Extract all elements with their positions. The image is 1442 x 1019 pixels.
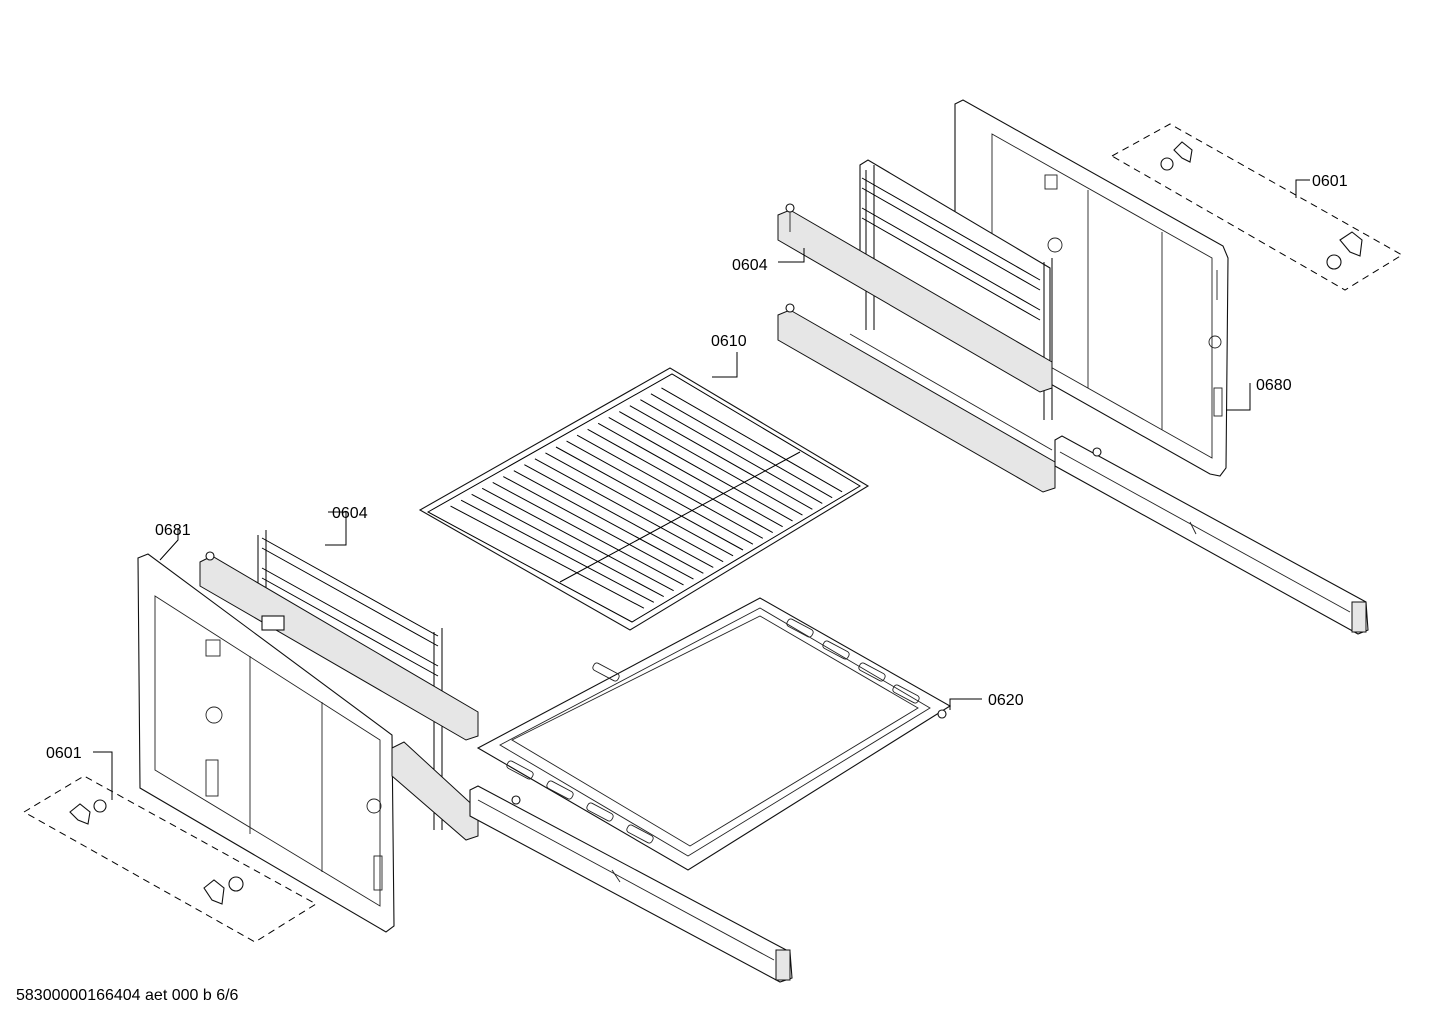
shelf-wire: [629, 405, 813, 510]
label-0620: 0620: [988, 692, 1024, 709]
right-side-panel: [954, 99, 1229, 477]
drawing-reference-footer: 58300000166404 aet 000 b 6/6: [16, 987, 239, 1004]
left-side-panel: [137, 553, 395, 933]
tray-slot: [592, 662, 620, 682]
shelf-wire: [492, 482, 684, 586]
shelf-wire: [450, 505, 645, 609]
right-shelf-rack: [777, 159, 1056, 493]
right-telescopic-rail: [1054, 435, 1369, 635]
right-clip-assembly: [1110, 123, 1403, 291]
shelf-wire: [597, 422, 783, 528]
tray-slot: [822, 640, 850, 660]
label-0601-right: 0601: [1312, 173, 1348, 190]
shelf-wire: [566, 440, 754, 545]
label-0601-left: 0601: [46, 745, 82, 762]
shelf-wire: [576, 434, 764, 539]
wire-grid-shelf: [418, 367, 870, 631]
shelf-wire: [650, 393, 833, 499]
label-0610: 0610: [711, 333, 747, 350]
shelf-wire: [587, 428, 773, 533]
leader-lines: [93, 179, 1310, 800]
tray-slot: [546, 780, 574, 800]
tray-slot: [786, 618, 814, 638]
shelf-wire: [471, 493, 664, 597]
tray-slot: [858, 662, 886, 682]
tray-slot: [506, 760, 534, 780]
shelf-wire: [619, 411, 803, 516]
shelf-wire: [545, 452, 734, 557]
tray-slot: [892, 684, 920, 704]
shelf-wire: [555, 446, 744, 551]
shelf-wire: [503, 476, 694, 580]
shelf-wire: [460, 499, 655, 603]
left-telescopic-rail: [469, 785, 793, 983]
shelf-wire: [640, 399, 823, 504]
shelf-wire: [661, 387, 843, 493]
shelf-wire: [524, 464, 714, 568]
label-0681: 0681: [155, 522, 191, 539]
shelf-wire: [608, 417, 793, 522]
tray-slot: [586, 802, 614, 822]
shelf-wire: [481, 487, 674, 592]
left-clip-assembly: [23, 775, 317, 943]
label-0604-right: 0604: [732, 257, 768, 274]
baking-tray: [476, 597, 952, 871]
label-0680: 0680: [1256, 377, 1292, 394]
left-shelf-rack: [199, 530, 479, 841]
shelf-wire: [534, 458, 724, 563]
shelf-wire: [513, 470, 704, 574]
label-0604-left: 0604: [332, 505, 368, 522]
tray-slot: [626, 824, 654, 844]
